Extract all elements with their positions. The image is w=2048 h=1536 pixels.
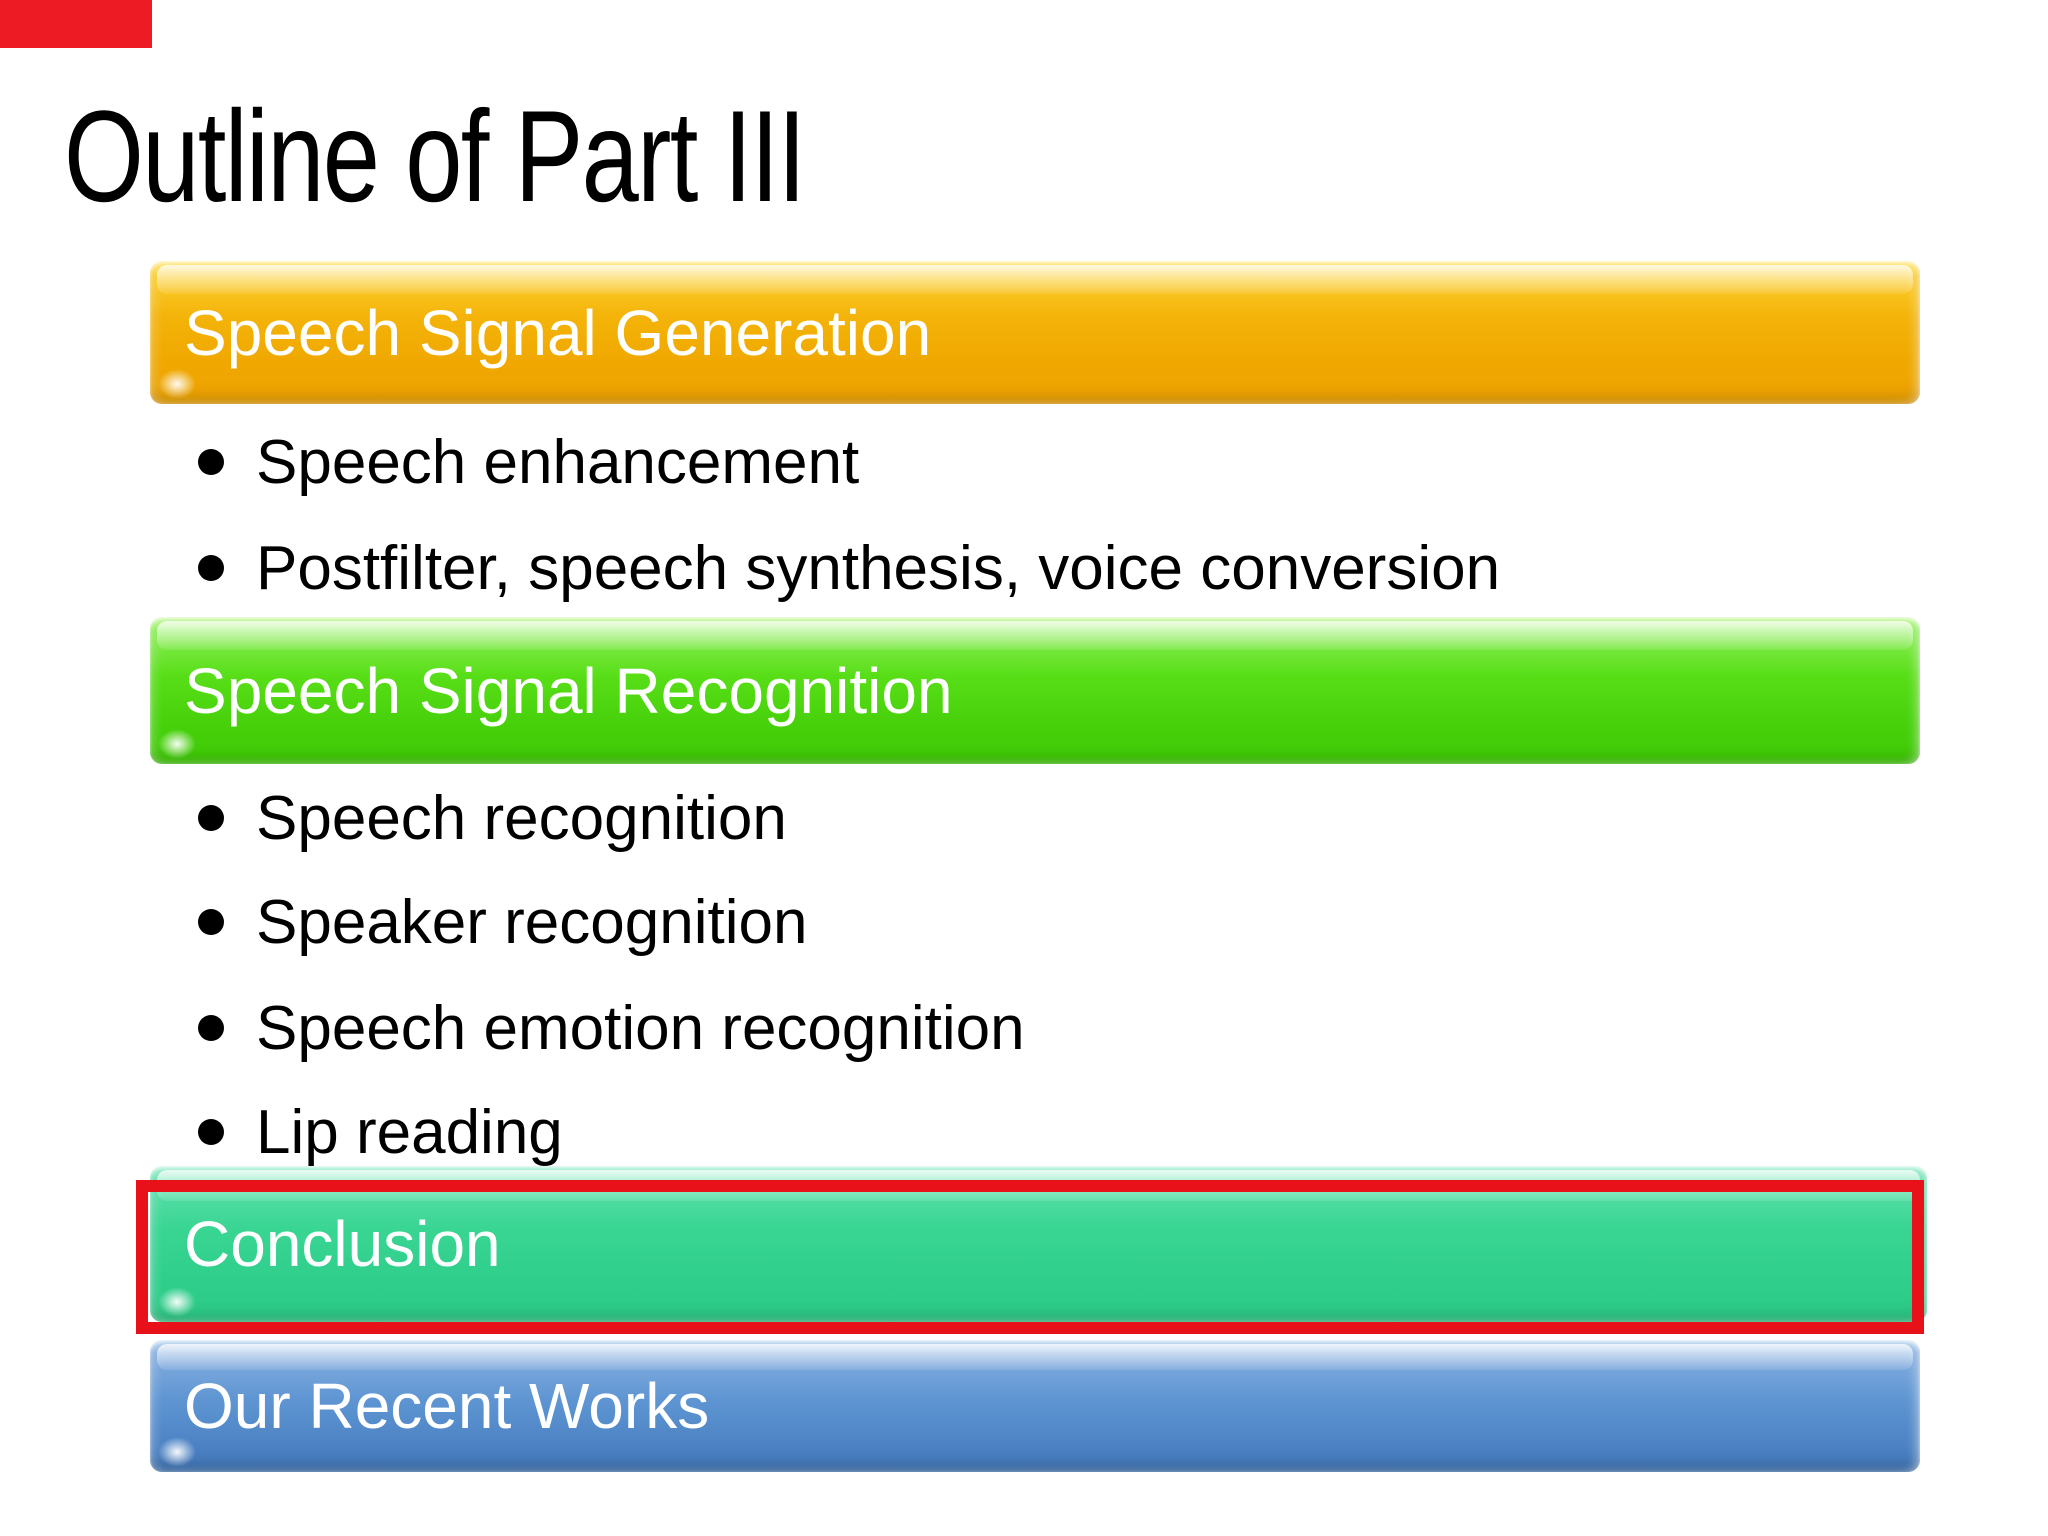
banner-our-recent-works: Our Recent Works <box>150 1340 1920 1472</box>
list-item: Speech emotion recognition <box>170 982 1025 1074</box>
bullet-text: Lip reading <box>256 1097 563 1167</box>
bullet-text: Postfilter, speech synthesis, voice conv… <box>256 533 1501 603</box>
bullet-icon <box>198 1119 224 1145</box>
list-item: Lip reading <box>170 1086 563 1178</box>
bullet-text: Speech enhancement <box>256 427 860 497</box>
red-corner-marker <box>0 0 152 48</box>
banner-label: Speech Signal Recognition <box>184 654 953 727</box>
list-item: Speaker recognition <box>170 876 807 968</box>
banner-label: Speech Signal Generation <box>184 296 932 369</box>
list-item: Speech enhancement <box>170 416 859 508</box>
banner-speech-signal-recognition: Speech Signal Recognition <box>150 617 1920 764</box>
list-item: Speech recognition <box>170 772 787 864</box>
page-title: Outline of Part III <box>64 83 806 229</box>
bullet-icon <box>198 1015 224 1041</box>
conclusion-highlight-outline <box>136 1180 1924 1334</box>
banner-speech-signal-generation: Speech Signal Generation <box>150 261 1920 404</box>
banner-label: Our Recent Works <box>184 1370 710 1442</box>
bullet-icon <box>198 909 224 935</box>
bullet-text: Speech emotion recognition <box>256 993 1025 1063</box>
bullet-text: Speech recognition <box>256 783 787 853</box>
bullet-icon <box>198 805 224 831</box>
list-item: Postfilter, speech synthesis, voice conv… <box>170 522 1500 614</box>
bullet-icon <box>198 555 224 581</box>
bullet-text: Speaker recognition <box>256 887 808 957</box>
bullet-icon <box>198 449 224 475</box>
banner-label: Conclusion <box>184 1208 501 1280</box>
